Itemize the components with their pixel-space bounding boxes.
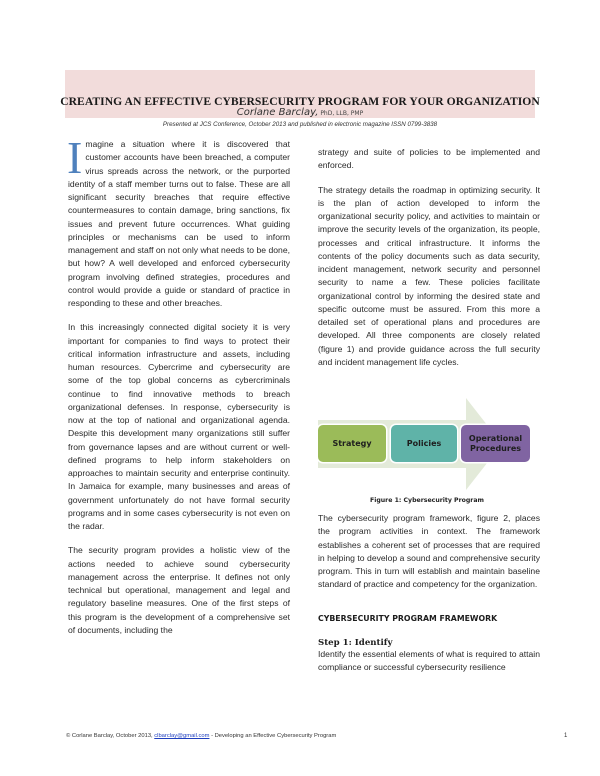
publication-note: Presented at JCS Conference, October 201… — [162, 121, 438, 128]
document-title: CREATING AN EFFECTIVE CYBERSECURITY PROG… — [60, 95, 540, 108]
paragraph-digital-society: In this increasingly connected digital s… — [68, 322, 290, 531]
right-column: strategy and suite of policies to be imp… — [318, 146, 540, 380]
intro-text: magine a situation where it is discovere… — [68, 139, 290, 308]
box-strategy: Strategy — [318, 425, 386, 462]
footer-doc-title: - Developing an Effective Cybersecurity … — [209, 733, 337, 739]
page-footer: © Corlane Barclay, October 2013, clbarcl… — [66, 733, 566, 739]
box-operational-procedures: Operational Procedures — [461, 425, 530, 462]
box-policies: Policies — [391, 425, 457, 462]
author-line: Corlane Barclay, PhD, LLB, PMP — [0, 107, 600, 118]
author-email-link[interactable]: clbarclay@gmail.com — [154, 733, 210, 739]
paragraph-security-program: The security program provides a holistic… — [68, 545, 290, 635]
drop-cap: I — [67, 132, 83, 183]
paragraph-strategy-details: The strategy details the roadmap in opti… — [318, 184, 540, 367]
title-banner — [65, 70, 535, 118]
author-credentials: PhD, LLB, PMP — [318, 110, 364, 117]
figure-cybersecurity-program: Strategy Policies Operational Procedures — [316, 396, 536, 492]
step-heading: Step 1: Identify — [318, 638, 393, 648]
footer-copyright: © Corlane Barclay, October 2013, — [66, 733, 155, 739]
figure-caption: Figure 1: Cybersecurity Program — [370, 497, 484, 504]
paragraph-framework: The cybersecurity program framework, fig… — [318, 513, 540, 590]
step-text: Identify the essential elements of what … — [318, 649, 540, 673]
author-name: Corlane Barclay, — [236, 107, 319, 118]
right-column-lower: The cybersecurity program framework, fig… — [318, 512, 540, 603]
paragraph-strategy-policies: strategy and suite of policies to be imp… — [318, 147, 540, 171]
page-number: 1 — [564, 733, 568, 739]
section-heading: CYBERSECURITY PROGRAM FRAMEWORK — [318, 614, 498, 623]
